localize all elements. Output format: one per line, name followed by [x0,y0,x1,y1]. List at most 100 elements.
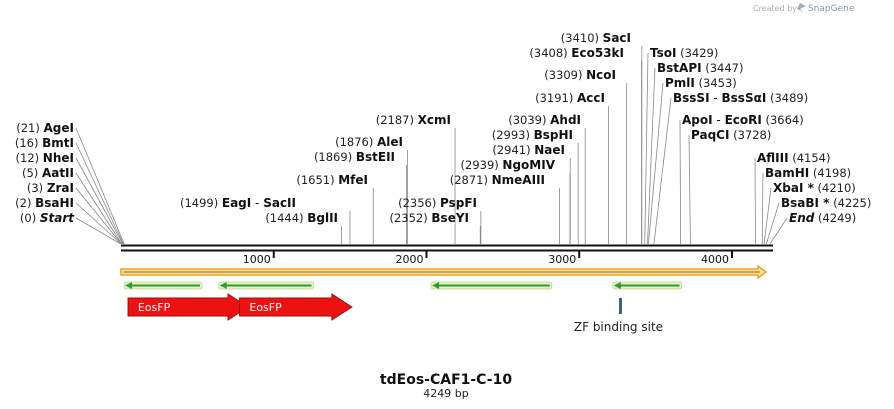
enzyme-name: SacI [603,31,631,45]
ruler-tick-label: 1000 [243,253,271,266]
site-position: (2) [15,196,35,210]
enzyme-name: MfeI [338,173,368,187]
site-label-bmti: (16) BmtI [15,136,74,150]
enzyme-name: NmeAIII [492,173,545,187]
site-separator: - [713,113,725,127]
site-label-agei: (21) AgeI [16,121,74,135]
site-label-bseyi: (2352) BseYI [390,211,470,225]
site-label-start: (0) Start [20,211,75,225]
site-position: (2352) [390,211,432,225]
feature-label: EosFP [138,301,171,314]
site-text-bglii: (1444) BglII [265,211,338,225]
enzyme-name: NheI [43,151,74,165]
site-position: (4210) [814,181,856,195]
site-text-eagi-sacii: (1499) EagI - SacII [180,196,296,210]
site-text-zrai: (3) ZraI [27,181,74,195]
site-position: (2939) [461,158,503,172]
site-label-bsahi: (2) BsaHI [15,196,74,210]
site-connector [75,202,122,245]
site-label-bsssi-bsss-i: BssSI - BssSαI (3489) [673,91,808,105]
feature-eosfp: EosFP [127,293,249,321]
site-label-bsteii: (1869) BstEII [314,150,395,164]
site-label-bsabi: BsaBI * (4225) [781,196,871,210]
enzyme-name: BseYI [431,211,469,225]
site-text-nhei: (12) NheI [16,151,74,165]
enzyme-name: AgeI [44,121,74,135]
site-label-ngomiv: (2939) NgoMIV [461,158,556,172]
site-position: (2187) [376,113,418,127]
feature-arrows: EosFP EosFP [127,293,353,321]
site-connector [75,157,124,245]
site-label-eagi-sacii: (1499) EagI - SacII [180,196,296,210]
enzyme-name: NaeI [534,143,565,157]
enzyme-name: AflIII [757,151,789,165]
enzyme-name: EagI [222,196,251,210]
site-connector [765,202,780,245]
enzyme-name: BspHI [534,128,573,142]
enzyme-name: BsaBI * [781,196,830,210]
snapgene-logo-icon [797,3,806,12]
site-text-xbai: XbaI * (4210) [773,181,856,195]
enzyme-name: EcoRI [725,113,762,127]
enzyme-name: AatII [42,166,74,180]
site-position: (3447) [702,61,744,75]
enzyme-name: XbaI * [773,181,815,195]
site-text-paqci: PaqCI (3728) [691,128,771,142]
site-position: (21) [16,121,43,135]
site-connector [644,52,649,245]
map-title-block: tdEos-CAF1-C-10 4249 bp [380,372,512,400]
site-label-acci: (3191) AccI [535,91,605,105]
site-text-pmli: PmlI (3453) [665,76,737,90]
site-text-apoi-ecori: ApoI - EcoRI (3664) [682,113,804,127]
primer-arrow-head [613,282,621,289]
site-label-pmli: PmlI (3453) [665,76,737,90]
primer-arrow-head [125,282,133,289]
site-position: (16) [15,136,42,150]
site-text-bsssi-bsss-i: BssSI - BssSαI (3489) [673,91,808,105]
site-text-tsoi: TsoI (3429) [650,46,718,60]
site-position: (3309) [544,68,586,82]
site-text-saci: (3410) SacI [561,31,631,45]
site-text-bamhi: BamHI (4198) [765,166,851,180]
enzyme-name: PspFI [440,196,477,210]
site-position: (3728) [729,128,771,142]
map-title: tdEos-CAF1-C-10 [380,372,512,388]
site-position: (2941) [492,143,534,157]
enzyme-name: BstEII [356,150,395,164]
site-position: (4154) [789,151,831,165]
credit: Created by SnapGene [753,3,855,14]
site-position: (5) [22,166,42,180]
enzyme-name: Eco53kI [571,46,624,60]
site-text-bsahi: (2) BsaHI [15,196,74,210]
misc-feature: ZF binding site [574,298,663,334]
site-text-bseyi: (2352) BseYI [390,211,470,225]
site-text-alei: (1876) AleI [335,135,403,149]
enzyme-name: End [789,211,815,225]
enzyme-name: ApoI [682,113,713,127]
enzyme-name: BssSI [673,91,710,105]
feature-eosfp: EosFP [239,293,353,321]
site-position: (2993) [492,128,534,142]
feature-arrow-shape [127,293,249,321]
site-text-bsteii: (1869) BstEII [314,150,395,164]
site-position: (4249) [814,211,856,225]
ruler-tick-label: 4000 [701,253,729,266]
site-label-paqci: PaqCI (3728) [691,128,771,142]
site-connector [653,97,672,245]
site-text-xcmi: (2187) XcmI [376,113,451,127]
enzyme-name: BglII [307,211,338,225]
site-position: (1876) [335,135,377,149]
site-label-nmeaiii: (2871) NmeAIII [450,173,545,187]
enzyme-name: BmtI [42,136,74,150]
ruler-tick-label: 3000 [548,253,576,266]
site-position: (4225) [829,196,871,210]
site-label-xcmi: (2187) XcmI [376,113,451,127]
site-text-start: (0) Start [20,211,75,225]
enzyme-name: NcoI [586,68,616,82]
site-connector [75,172,123,245]
site-connector [648,82,664,245]
site-position: (1499) [180,196,222,210]
enzyme-name: TsoI [650,46,676,60]
